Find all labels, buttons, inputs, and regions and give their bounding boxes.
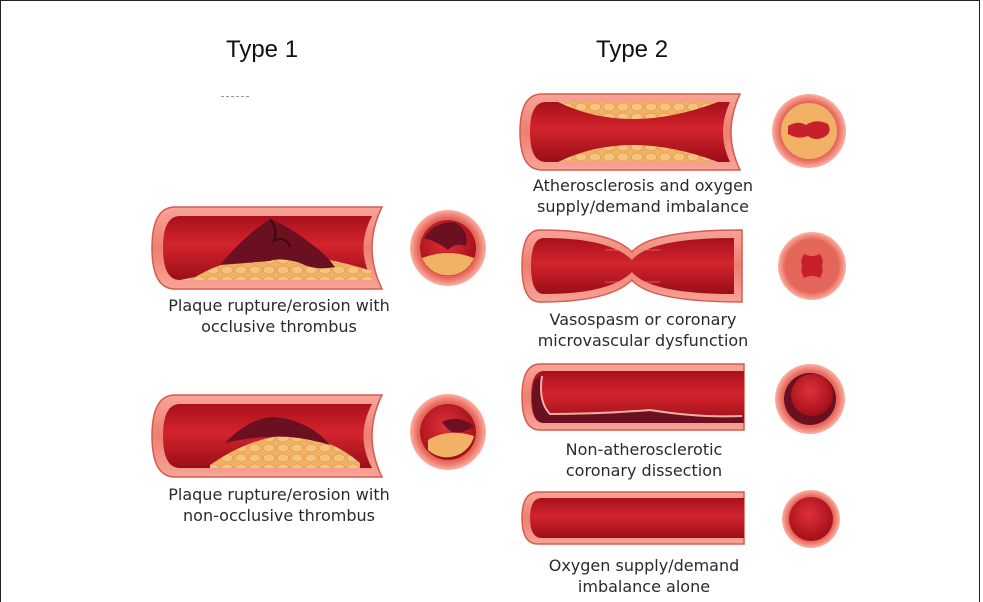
atherosclerosis-caption: Atherosclerosis and oxygen supply/demand… xyxy=(505,175,781,217)
decorative-mark xyxy=(221,96,249,99)
vasospasm-vessel-illustration xyxy=(520,228,748,304)
vasospasm-caption-line-1: Vasospasm or coronary xyxy=(507,309,779,330)
non-occlusive-caption: Plaque rupture/erosion with non-occlusiv… xyxy=(142,484,416,526)
non-occlusive-caption-line-1: Plaque rupture/erosion with xyxy=(142,484,416,505)
atherosclerosis-vessel-illustration xyxy=(518,92,748,172)
occlusive-caption-line-1: Plaque rupture/erosion with xyxy=(142,295,416,316)
dissection-caption-line-2: coronary dissection xyxy=(509,460,779,481)
dissection-caption: Non-atherosclerotic coronary dissection xyxy=(509,439,779,481)
imbalance-caption: Oxygen supply/demand imbalance alone xyxy=(509,555,779,597)
type2-heading: Type 2 xyxy=(596,36,668,64)
dissection-vessel-illustration xyxy=(520,362,748,432)
imbalance-caption-line-1: Oxygen supply/demand xyxy=(509,555,779,576)
type1-heading: Type 1 xyxy=(226,36,298,64)
atherosclerosis-caption-line-1: Atherosclerosis and oxygen xyxy=(505,175,781,196)
normal-vessel-illustration xyxy=(520,490,748,546)
non-occlusive-thrombus-cross-section-icon xyxy=(408,392,488,472)
non-occlusive-caption-line-2: non-occlusive thrombus xyxy=(142,505,416,526)
occlusive-thrombus-cross-section-icon xyxy=(408,208,488,288)
imbalance-caption-line-2: imbalance alone xyxy=(509,576,779,597)
normal-cross-section-icon xyxy=(780,488,842,550)
vasospasm-caption-line-2: microvascular dysfunction xyxy=(507,330,779,351)
vasospasm-cross-section-icon xyxy=(776,230,848,302)
non-occlusive-thrombus-vessel-illustration xyxy=(150,393,390,479)
dissection-cross-section-icon xyxy=(773,362,847,436)
atherosclerosis-cross-section-icon xyxy=(770,92,848,170)
occlusive-thrombus-vessel-illustration xyxy=(150,205,390,291)
occlusive-caption: Plaque rupture/erosion with occlusive th… xyxy=(142,295,416,337)
occlusive-caption-line-2: occlusive thrombus xyxy=(142,316,416,337)
dissection-caption-line-1: Non-atherosclerotic xyxy=(509,439,779,460)
atherosclerosis-caption-line-2: supply/demand imbalance xyxy=(505,196,781,217)
vasospasm-caption: Vasospasm or coronary microvascular dysf… xyxy=(507,309,779,351)
